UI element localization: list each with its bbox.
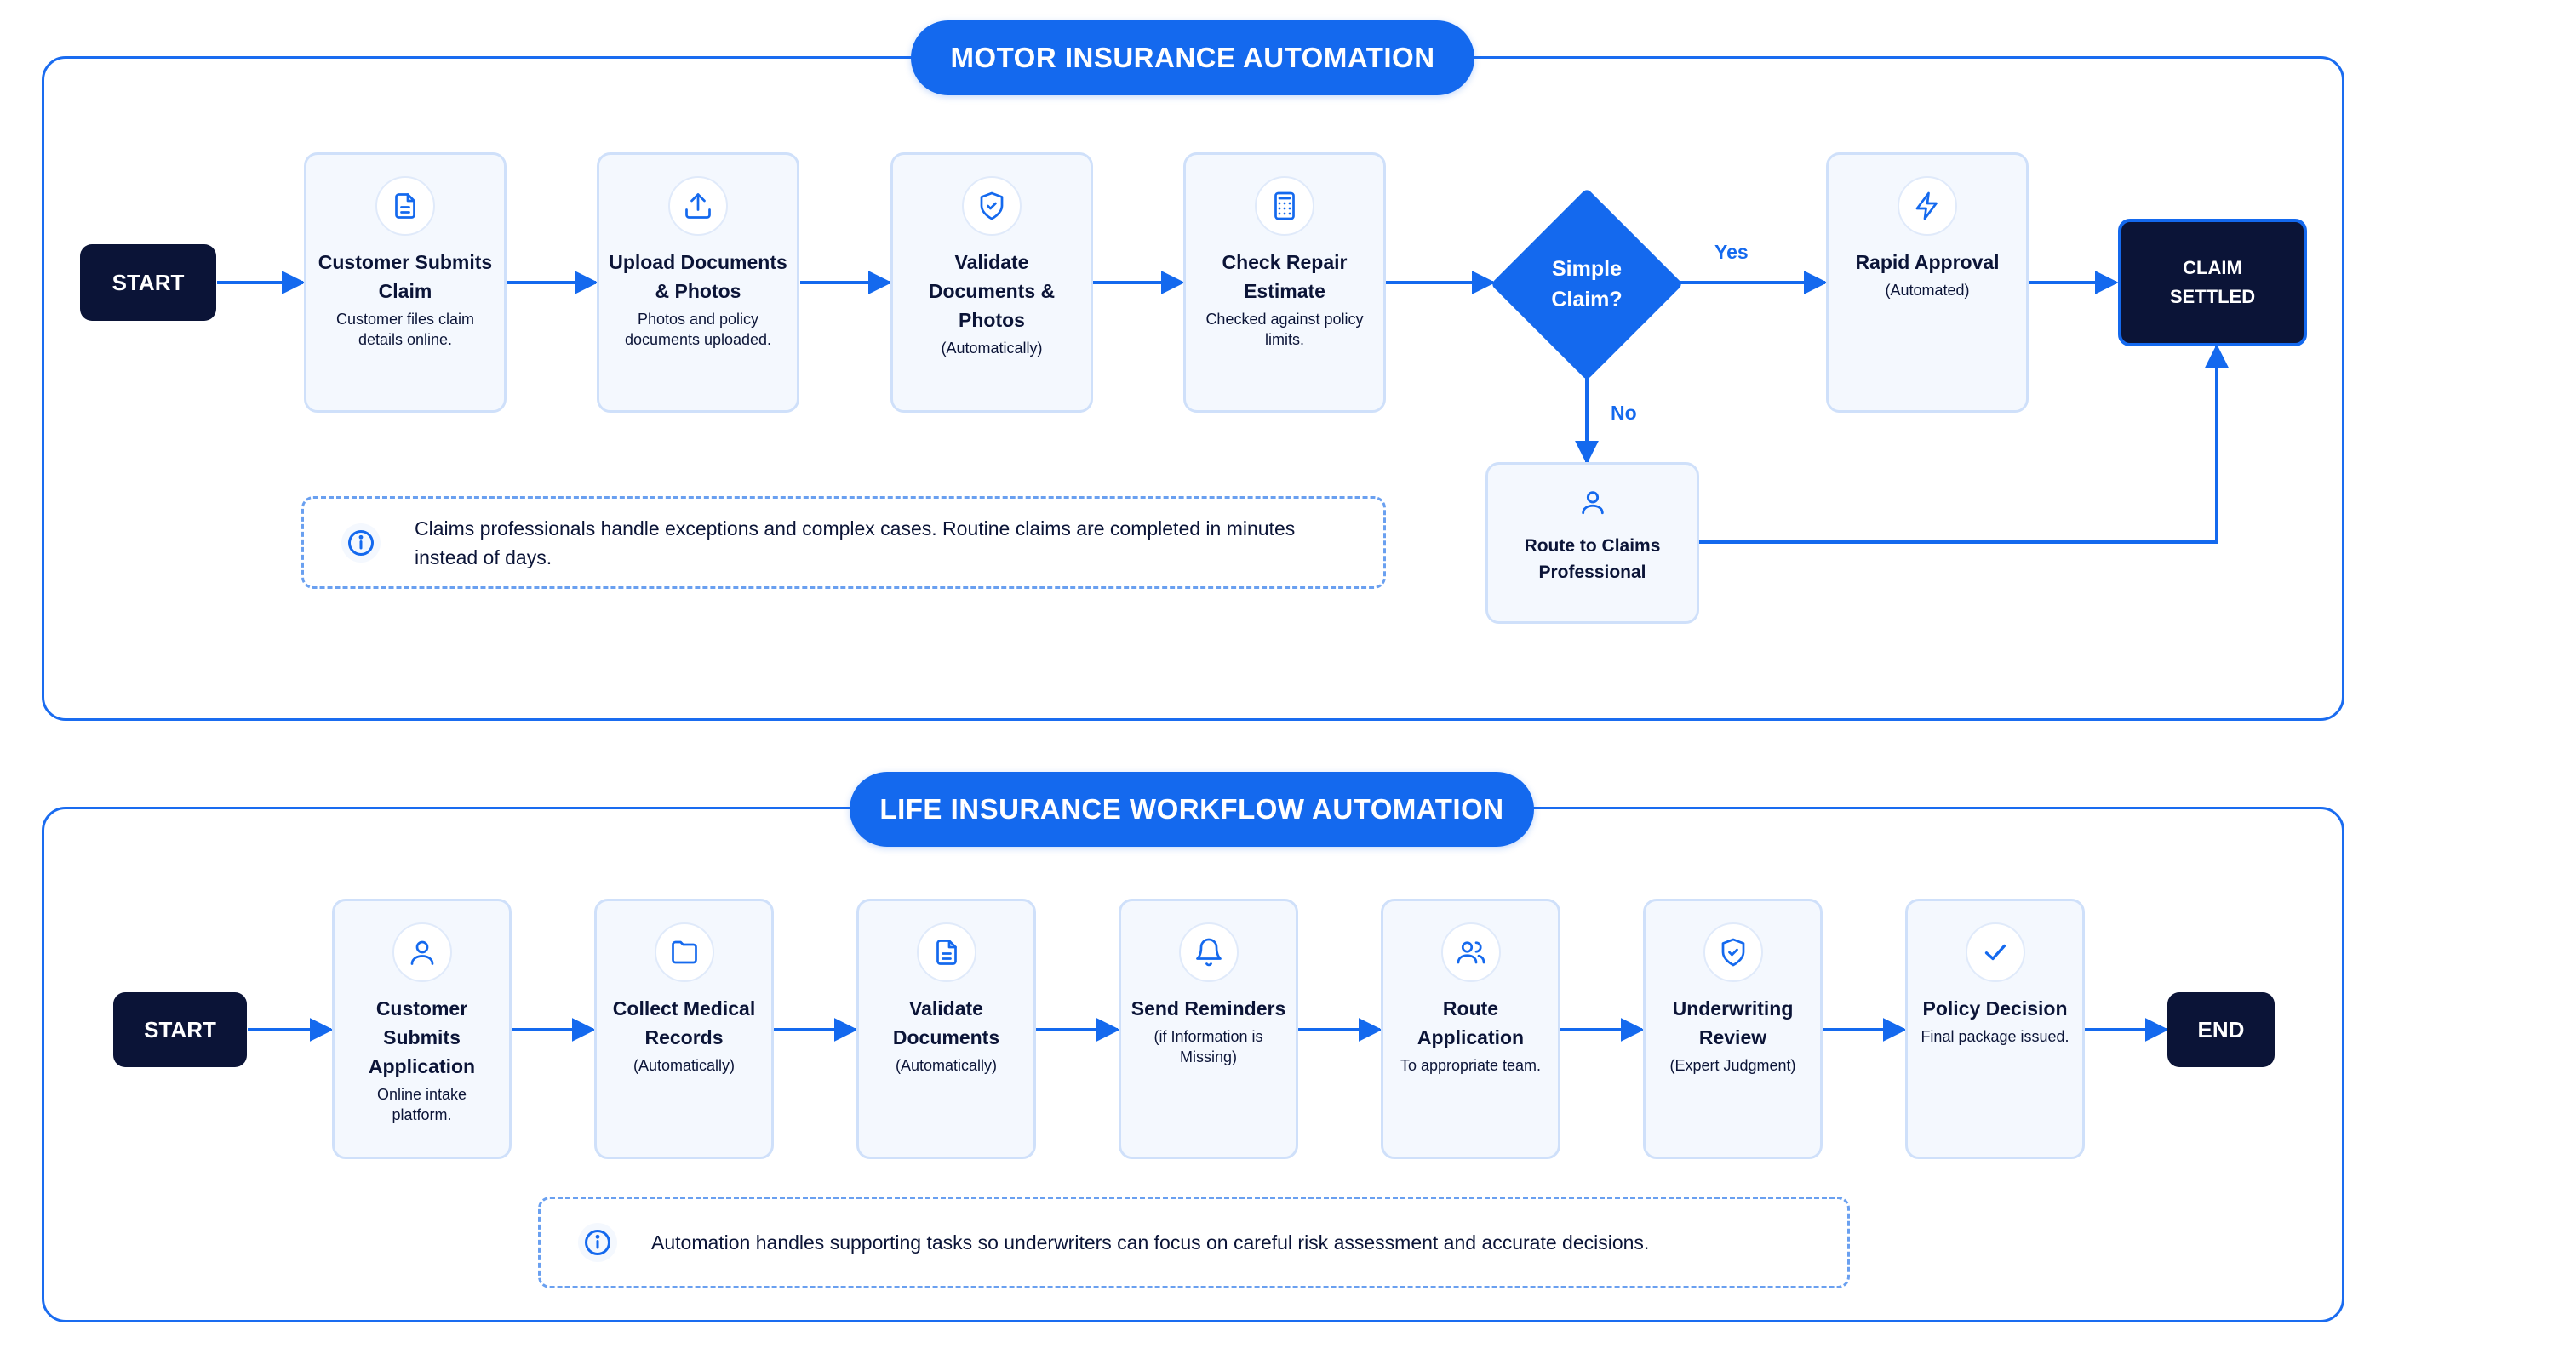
motor-step-route-to-professional: Route to Claims Professional [1485, 462, 1699, 624]
step-title: Rapid Approval [1855, 251, 2000, 273]
step-title: Policy Decision [1922, 997, 2068, 1020]
life-step-send-reminders: Send Reminders (if Information is Missin… [1119, 899, 1298, 1159]
user-icon [392, 922, 452, 982]
shield-check-icon [1703, 922, 1763, 982]
calculator-icon [1255, 176, 1314, 236]
lightning-icon [1898, 176, 1957, 236]
note-text: Claims professionals handle exceptions a… [415, 517, 1296, 568]
step-subtitle: (Automatically) [895, 1057, 998, 1074]
info-icon [341, 523, 381, 563]
life-step-collect-medical-records: Collect Medical Records (Automatically) [594, 899, 774, 1159]
step-title: Check Repair Estimate [1222, 251, 1348, 302]
step-subtitle: (if Information is Missing) [1153, 1028, 1263, 1065]
shield-check-icon [962, 176, 1022, 236]
step-subtitle: Checked against policy limits. [1205, 311, 1364, 348]
yes-label: Yes [1714, 241, 1749, 263]
step-subtitle: (Automated) [1885, 282, 1970, 299]
simple-claim-decision: Simple Claim? [1490, 187, 1684, 381]
motor-step-customer-submits-claim: Customer Submits Claim Customer files cl… [304, 152, 507, 413]
step-subtitle: (Automatically) [941, 340, 1043, 357]
step-subtitle: Final package issued. [1921, 1028, 2069, 1045]
step-title: Route Application [1417, 997, 1525, 1048]
step-title: Underwriting Review [1672, 997, 1794, 1048]
life-step-policy-decision: Policy Decision Final package issued. [1905, 899, 2085, 1159]
motor-arrow-professional [1699, 344, 2229, 544]
motor-info-note: Claims professionals handle exceptions a… [301, 496, 1386, 589]
life-step-underwriting-review: Underwriting Review (Expert Judgment) [1643, 899, 1823, 1159]
user-icon [1574, 483, 1611, 521]
motor-start-node: START [80, 244, 216, 321]
motor-section-title: MOTOR INSURANCE AUTOMATION [911, 20, 1474, 95]
motor-step-check-repair-estimate: Check Repair Estimate Checked against po… [1183, 152, 1386, 413]
users-icon [1440, 922, 1501, 982]
no-label: No [1611, 402, 1637, 424]
life-info-note: Automation handles supporting tasks so u… [538, 1197, 1850, 1288]
life-step-route-application: Route Application To appropriate team. [1381, 899, 1560, 1159]
step-subtitle: Customer files claim details online. [335, 311, 475, 348]
step-title: Upload Documents & Photos [609, 251, 787, 302]
step-title: Validate Documents & Photos [928, 251, 1056, 331]
life-step-customer-submits-application: Customer Submits Application Online inta… [332, 899, 512, 1159]
decision-label-line2: Claim? [1551, 288, 1623, 311]
folder-icon [654, 922, 714, 982]
decision-label-line1: Simple [1552, 257, 1622, 281]
claim-settled-node: CLAIM SETTLED [2118, 219, 2307, 346]
life-section-title: LIFE INSURANCE WORKFLOW AUTOMATION [850, 772, 1534, 847]
motor-step-validate-documents: Validate Documents & Photos (Automatical… [890, 152, 1093, 413]
step-subtitle: Online intake platform. [376, 1086, 467, 1123]
step-subtitle: (Expert Judgment) [1669, 1057, 1796, 1074]
step-subtitle: Photos and policy documents uploaded. [624, 311, 772, 348]
motor-step-upload-documents: Upload Documents & Photos Photos and pol… [597, 152, 799, 413]
note-text: Automation handles supporting tasks so u… [651, 1231, 1650, 1254]
step-title: Customer Submits Claim [318, 251, 493, 302]
step-title: Collect Medical Records [612, 997, 756, 1048]
claim-settled-line1: CLAIM [2183, 257, 2242, 278]
life-start-node: START [113, 992, 247, 1067]
step-title: Validate Documents [892, 997, 1000, 1048]
step-title: Customer Submits Application [368, 997, 476, 1077]
upload-icon [668, 176, 728, 236]
info-icon [578, 1223, 617, 1262]
life-step-validate-documents: Validate Documents (Automatically) [856, 899, 1036, 1159]
bell-icon [1178, 922, 1239, 982]
motor-step-rapid-approval: Rapid Approval (Automated) [1826, 152, 2029, 413]
document-icon [916, 922, 976, 982]
step-title: Send Reminders [1131, 997, 1286, 1020]
life-end-node: END [2167, 992, 2275, 1067]
document-icon [375, 176, 435, 236]
step-subtitle: To appropriate team. [1400, 1057, 1542, 1074]
claim-settled-line2: SETTLED [2169, 286, 2256, 307]
step-title: Route to Claims Professional [1524, 536, 1661, 582]
step-subtitle: (Automatically) [633, 1057, 736, 1074]
check-icon [1965, 922, 2025, 982]
